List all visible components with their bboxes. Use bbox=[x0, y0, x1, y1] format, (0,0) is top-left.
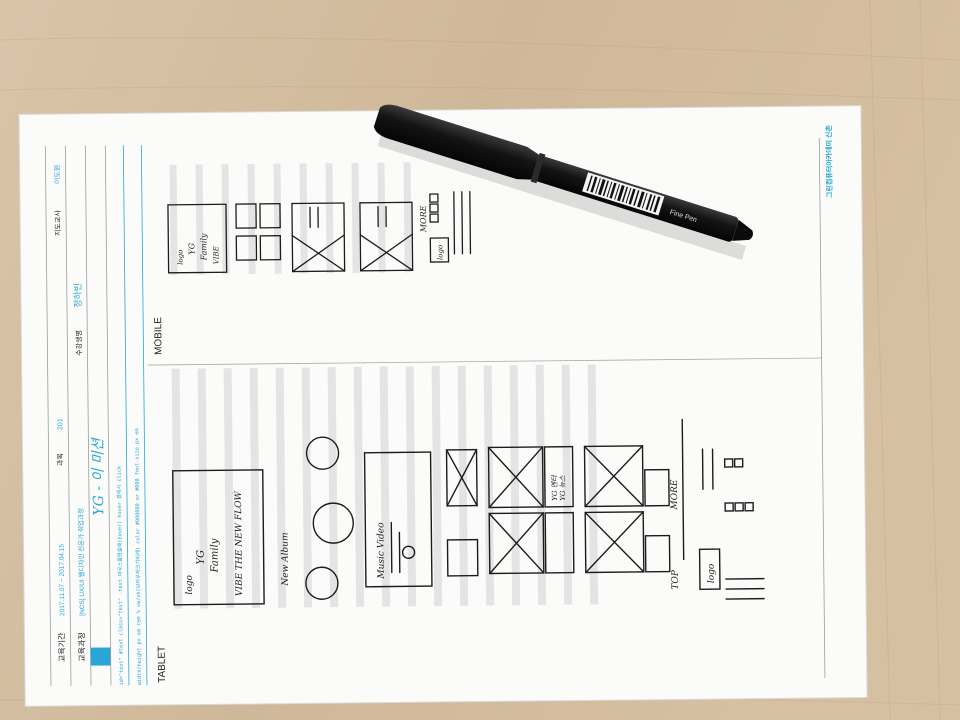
tablet-sketch bbox=[172, 418, 765, 606]
mobile-more: MORE bbox=[419, 205, 428, 233]
org-name: 그린컴퓨터아카데미 신촌 bbox=[824, 125, 834, 198]
tablet-tagline: VIBE THE NEW FLOW bbox=[234, 491, 245, 597]
student-value: 정하빈 bbox=[73, 283, 83, 308]
session-value: 201 bbox=[57, 418, 64, 430]
course-label: 교육과정 bbox=[76, 632, 86, 662]
pen-band bbox=[530, 152, 546, 184]
tablet-logo: logo bbox=[185, 575, 195, 595]
edu-period-value: 2017.11.07 ~ 2017.04.15 bbox=[58, 544, 66, 616]
session-label: 과목 bbox=[56, 452, 65, 466]
legend-line-1: id="text" #text class="text" .text 마우스올렸… bbox=[115, 465, 125, 685]
tablet-footer-logo: logo bbox=[707, 563, 717, 583]
accent-block bbox=[90, 647, 111, 666]
mobile-footer-logo: logo bbox=[436, 245, 444, 260]
mobile-brand-2: Family bbox=[199, 233, 208, 262]
paper-sheet: 교육기간 2017.11.07 ~ 2017.04.15 과목 201 교육과정… bbox=[18, 105, 868, 707]
tablet-new-album: New Album bbox=[280, 532, 291, 586]
pen: Fine Pen bbox=[373, 104, 753, 242]
tablet-brand-2: Family bbox=[209, 538, 220, 573]
pen-cap bbox=[373, 104, 540, 180]
student-label: 수강생명 bbox=[74, 330, 83, 356]
mobile-handwriting: logo YG Family VIBE MORE logo bbox=[176, 205, 444, 265]
tablet-caption-1: YG 엔터 bbox=[551, 474, 559, 501]
mobile-logo: logo bbox=[176, 250, 184, 265]
paper-content: 교육기간 2017.11.07 ~ 2017.04.15 과목 201 교육과정… bbox=[44, 125, 834, 687]
tablet-top: TOP bbox=[671, 569, 681, 589]
mobile-guides bbox=[169, 162, 412, 275]
tablet-handwriting: logo YG Family VIBE THE NEW FLOW New Alb… bbox=[185, 474, 717, 597]
tablet-more: MORE bbox=[670, 479, 680, 510]
tablet-music-video: Music Video bbox=[376, 522, 387, 580]
pen-tip bbox=[732, 219, 753, 241]
course-value: [NCS] UX/UI 웹디자인 전문가 취업과정 bbox=[76, 508, 86, 616]
mobile-label: MOBILE bbox=[153, 317, 164, 355]
mobile-tagline: VIBE bbox=[212, 246, 220, 264]
mobile-sketch bbox=[167, 191, 472, 274]
teacher-value: 이도원 bbox=[53, 165, 62, 184]
mobile-brand-1: YG bbox=[187, 242, 196, 254]
tablet-label: TABLET bbox=[157, 646, 168, 683]
tablet-caption-2: YG 뉴스 bbox=[559, 475, 567, 501]
project-title: YG - 이 미션 bbox=[90, 437, 107, 515]
tablet-brand-1: YG bbox=[196, 550, 207, 565]
pen-barcode bbox=[586, 175, 661, 213]
edu-period-label: 교육기간 bbox=[56, 632, 66, 662]
legend-line-2: width/height px em rem % vw/vh(브라우저크기비례)… bbox=[132, 428, 143, 685]
teacher-label: 지도교사 bbox=[53, 210, 62, 236]
